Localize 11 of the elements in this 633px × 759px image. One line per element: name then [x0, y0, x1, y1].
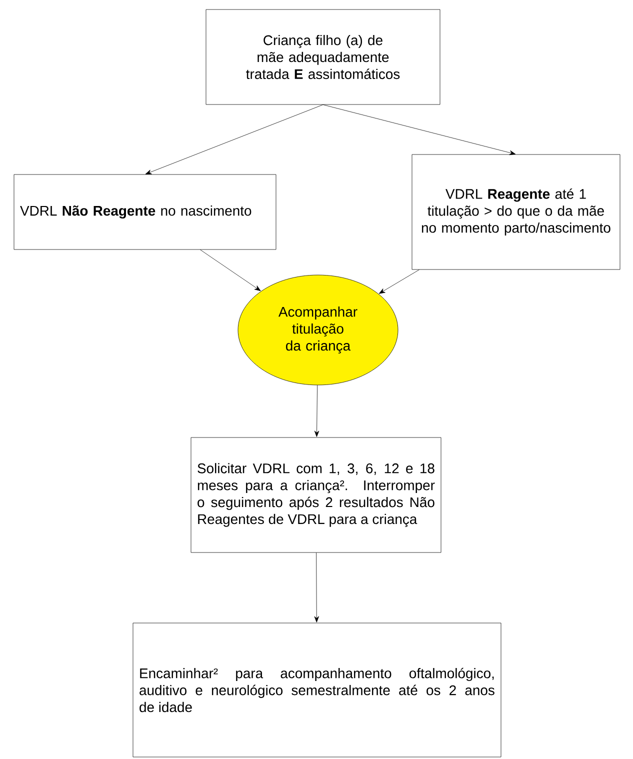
arrow	[322, 104, 516, 156]
process-box: Criança filho (a) de mãe adequadamente tratada E assintomáticos	[206, 9, 440, 105]
arrow	[378, 270, 420, 294]
arrow	[200, 250, 261, 292]
process-box: VDRL Reagente até 1 titulação > do que o da mãe no momento parto/nascimento	[412, 154, 620, 270]
process-box: Solicitar VDRL com 1, 3, 6, 12 e 18 meses para a criança². Interromper o seguimento após 2 resultados Não Reagentes de VDRL para a criança	[190, 437, 442, 553]
arrow	[145, 104, 324, 174]
arrow	[314, 552, 319, 622]
process-box: VDRL Não Reagente no nascimento	[14, 174, 276, 250]
arrow	[314, 385, 320, 437]
process-box: Encaminhar² para acompanhamento oftalmológico, auditivo e neurológico semestralmente até os 2 anos de idade	[132, 622, 502, 758]
